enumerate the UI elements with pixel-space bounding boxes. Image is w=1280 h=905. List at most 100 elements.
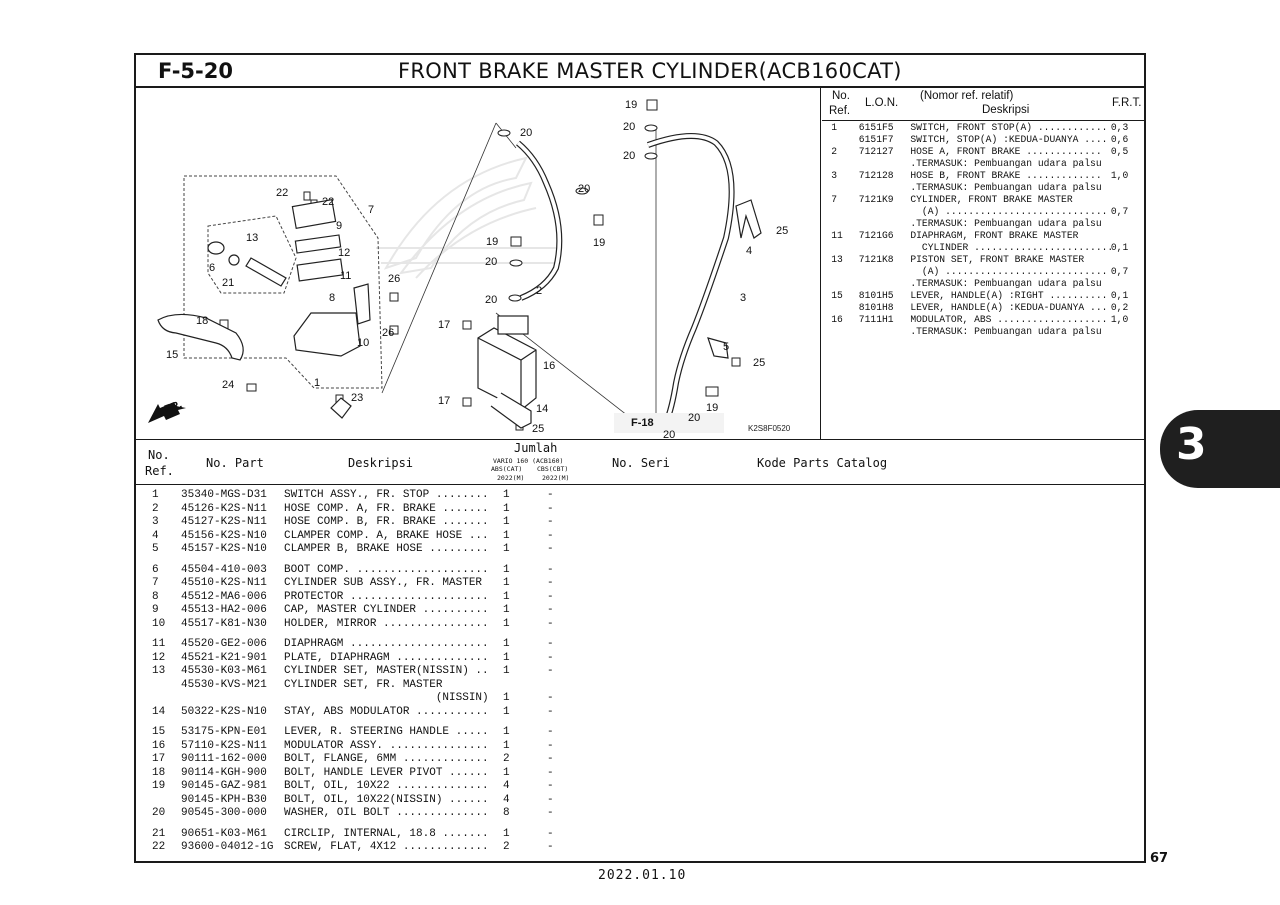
part-cell-desc: HOLDER, MIRROR ................ — [284, 617, 489, 630]
table-row: (NISSIN)1- — [136, 692, 1144, 705]
part-cell-q1: 1 — [503, 489, 510, 501]
part-cell-desc: DIAPHRAGM ..................... — [284, 638, 489, 650]
part-cell-part: 45513-HA2-006 — [181, 604, 267, 616]
part-cell-desc: CLAMPER COMP. A, BRAKE HOSE ... — [284, 529, 489, 542]
col-serial: No. Seri — [612, 456, 670, 470]
callout-label: 20 — [623, 150, 635, 162]
callout-label: 5 — [723, 341, 729, 353]
callout-label: 6 — [209, 262, 215, 274]
part-cell-q2: - — [547, 590, 554, 603]
ref-cell-frt: 0,7 — [1110, 266, 1129, 278]
part-cell-q1: 1 — [503, 502, 510, 515]
page-header: F-5-20 FRONT BRAKE MASTER CYLINDER(ACB16… — [136, 55, 1144, 88]
callout-label: 17 — [438, 319, 450, 331]
ref-cell-ref: 3 — [831, 170, 838, 182]
part-cell-ref: 14 — [152, 705, 166, 718]
part-cell-q1: 1 — [503, 638, 510, 650]
ref-no-header: No. — [832, 90, 850, 102]
part-cell-ref: 1 — [152, 489, 159, 501]
part-cell-q2: - — [547, 726, 554, 738]
abs-modulator — [477, 315, 537, 429]
col-part: No. Part — [206, 456, 264, 470]
part-cell-part: 53175-KPN-E01 — [181, 726, 267, 738]
part-cell-part: 45126-K2S-N11 — [181, 502, 267, 515]
callout-label: 17 — [438, 395, 450, 407]
part-cell-q1: 1 — [503, 604, 510, 616]
part-cell-ref: 20 — [152, 807, 166, 819]
part-cell-desc: PLATE, DIAPHRAGM .............. — [284, 651, 489, 664]
part-cell-part: 45157-K2S-N10 — [181, 543, 267, 555]
ref-ref-header: Ref. — [829, 105, 851, 117]
ref-table: No. Ref. L.O.N. (Nomor ref. relatif) Des… — [822, 88, 1144, 439]
part-cell-ref: 11 — [152, 638, 166, 650]
part-cell-q2: - — [547, 692, 554, 704]
part-cell-desc: WASHER, OIL BOLT .............. — [284, 807, 489, 819]
callout-label: 19 — [625, 99, 637, 111]
ref-cell-desc: LEVER, HANDLE(A) :KEDUA-DUANYA ... — [910, 302, 1108, 314]
ref-cell-frt: 1,0 — [1110, 170, 1129, 182]
part-cell-part: 90111-162-000 — [181, 753, 267, 765]
callout-label: 19 — [593, 237, 605, 249]
ref-cell-lon: 7111H1 — [858, 314, 894, 326]
callout-label: 15 — [166, 349, 178, 361]
callout-label: 20 — [578, 183, 590, 195]
part-cell-part: 45517-K81-N30 — [181, 617, 267, 630]
part-cell-q1: 1 — [503, 543, 510, 555]
part-cell-desc: (NISSIN) — [284, 692, 489, 704]
ref-cell-frt: 0,1 — [1110, 290, 1129, 302]
lon-header: L.O.N. — [865, 97, 899, 109]
part-cell-part: 45520-GE2-006 — [181, 638, 267, 650]
callout-label: 20 — [623, 121, 635, 133]
ref-cell-ref: 13 — [831, 254, 843, 266]
ref-cell-desc: DIAPHRAGM, FRONT BRAKE MASTER — [910, 230, 1079, 242]
col-desc: Deskripsi — [348, 456, 414, 470]
ref-cell-desc: .TERMASUK: Pembuangan udara palsu — [910, 182, 1102, 194]
ref-cell-lon: 7121G6 — [858, 230, 894, 242]
part-cell-desc: HOSE COMP. B, FR. BRAKE ....... — [284, 516, 489, 528]
part-cell-q2: - — [547, 577, 554, 589]
part-cell-ref: 7 — [152, 577, 159, 589]
part-cell-part: 45127-K2S-N11 — [181, 516, 267, 528]
desc-note-header: (Nomor ref. relatif) — [920, 90, 1014, 102]
ref-cell-desc: .TERMASUK: Pembuangan udara palsu — [910, 158, 1102, 170]
col-qty-year-a: 2022(M) — [497, 474, 525, 482]
ref-cell-desc: .TERMASUK: Pembuangan udara palsu — [910, 278, 1102, 290]
callout-label: 11 — [340, 270, 351, 282]
part-cell-q2: - — [547, 563, 554, 576]
ref-cell-frt: 0,2 — [1110, 302, 1129, 314]
part-cell-ref: 12 — [152, 651, 166, 664]
part-cell-part: 45530-KVS-M21 — [181, 678, 267, 691]
image-code: K2S8F0520 — [748, 424, 791, 433]
ref-cell-desc: LEVER, HANDLE(A) :RIGHT .......... — [910, 290, 1108, 302]
part-cell-ref: 5 — [152, 543, 159, 555]
part-cell-q1: 2 — [503, 753, 510, 765]
callout-label: 16 — [543, 360, 555, 372]
part-cell-ref: 15 — [152, 726, 166, 738]
callout-label: 25 — [776, 225, 788, 237]
ref-cell-frt: 0,1 — [1110, 242, 1129, 254]
honda-wing-watermark — [376, 156, 556, 279]
part-cell-q2: - — [547, 807, 554, 819]
f-ref-num: 20 — [688, 412, 700, 424]
ref-table-row: .TERMASUK: Pembuangan udara palsu — [822, 326, 1118, 338]
part-cell-desc: CYLINDER SET, FR. MASTER — [284, 678, 443, 691]
part-cell-part: 90651-K03-M61 — [181, 827, 267, 840]
part-cell-ref: 22 — [152, 841, 166, 853]
ref-cell-lon: 6151F5 — [858, 122, 894, 134]
part-cell-desc: BOOT COMP. .................... — [284, 563, 489, 576]
